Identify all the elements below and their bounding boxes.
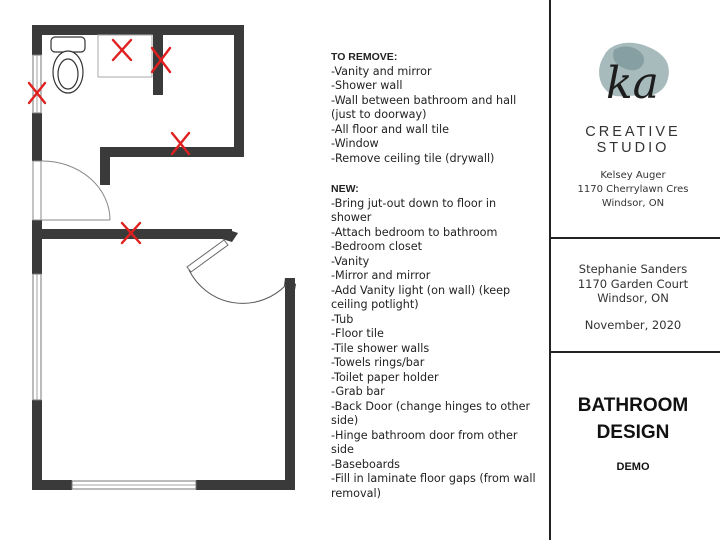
bathroom-door — [32, 160, 111, 221]
new-item: -Attach bedroom to bathroom — [331, 225, 498, 239]
bed-right-wall — [285, 278, 295, 490]
remove-item: -Shower wall — [331, 79, 403, 92]
toilet-tank — [50, 36, 86, 53]
new-item: -Toilet paper holder — [331, 370, 439, 384]
x-mark-window — [27, 81, 47, 105]
walls — [32, 25, 296, 490]
project-date: November, 2020 — [584, 318, 682, 332]
door-panel — [32, 160, 42, 221]
new-item: -Floor tile — [331, 327, 384, 340]
toilet — [50, 36, 86, 94]
remove-item: -Remove ceiling tile (drywall) — [331, 151, 495, 165]
bath-top-wall — [32, 25, 244, 35]
client-address: 1170 Garden Court — [577, 276, 689, 291]
floor-plan — [27, 25, 296, 490]
new-item: -Tub — [331, 312, 354, 326]
client-city: Windsor, ON — [597, 291, 669, 305]
designer-address: 1170 Cherrylawn Cres — [577, 184, 689, 195]
new-item: -Vanity — [331, 254, 370, 268]
brand-logo: ka — [599, 42, 669, 109]
new-item: -Towels rings/bar — [331, 356, 425, 369]
new-item: -Grab bar — [331, 385, 385, 398]
window-lines — [36, 55, 196, 486]
designer-info: Kelsey Auger 1170 Cherrylawn Cres Windso… — [560, 169, 706, 211]
new-item: -Bring jut-out down to floor in shower — [331, 196, 497, 225]
new-item: -Baseboards — [331, 457, 401, 471]
new-item: -Back Door (change hinges to other side) — [331, 399, 531, 428]
bath-left-wall-mid — [32, 113, 42, 161]
bath-right-wall — [234, 25, 244, 157]
demo-label: DEMO — [616, 461, 650, 473]
notes-panel: TO REMOVE: -Vanity and mirror -Shower wa… — [331, 50, 536, 501]
new-item: -Mirror and mirror — [331, 269, 431, 282]
remove-item: -Wall between bathroom and hall (just to… — [331, 93, 517, 122]
remove-item: -All floor and wall tile — [331, 122, 449, 136]
x-mark-shared-wall — [120, 221, 142, 245]
new-item: -Fill in laminate floor gaps (from wall … — [331, 472, 536, 500]
drawing-title: BATHROOM DESIGN — [560, 392, 706, 446]
remove-item: -Vanity and mirror — [331, 64, 432, 78]
client-name: Stephanie Sanders — [578, 262, 688, 276]
divider-line — [549, 351, 720, 353]
designer-city: Windsor, ON — [601, 198, 665, 209]
title-line-2: DESIGN — [596, 422, 670, 443]
bed-right-wall-end — [284, 278, 296, 290]
new-item: -Bedroom closet — [331, 240, 422, 253]
client-info: Stephanie Sanders 1170 Garden Court Wind… — [560, 262, 706, 306]
shared-wall-end — [222, 229, 238, 242]
x-mark-hall-wall — [170, 131, 191, 156]
bed-bottom-wall-right — [196, 480, 295, 490]
bath-left-wall-low — [32, 220, 42, 240]
logo-text: ka — [606, 58, 659, 109]
bed-left-wall-a — [32, 229, 42, 274]
title-block-border — [549, 0, 551, 540]
new-list: -Bring jut-out down to floor in shower -… — [331, 197, 536, 502]
bedroom-door-panel — [186, 239, 229, 273]
x-mark-vanity — [111, 38, 133, 62]
designer-name: Kelsey Auger — [600, 170, 666, 181]
remove-item: -Window — [331, 137, 379, 150]
remove-list: -Vanity and mirror -Shower wall -Wall be… — [331, 65, 536, 167]
new-heading: NEW: — [331, 183, 359, 195]
brand-line-2: STUDIO — [596, 140, 670, 156]
windows — [32, 54, 197, 490]
bath-left-wall-upper — [32, 25, 42, 55]
x-mark-shower-wall — [150, 46, 172, 74]
hall-wall — [100, 147, 110, 185]
new-item: -Hinge bathroom door from other side — [331, 428, 518, 457]
bedroom-door — [186, 239, 287, 304]
title-line-1: BATHROOM — [577, 395, 689, 416]
removal-marks — [27, 38, 191, 245]
bed-bottom-wall-left — [32, 480, 72, 490]
vanity — [97, 34, 153, 78]
divider-line — [549, 237, 720, 239]
new-item: -Tile shower walls — [331, 341, 430, 355]
bed-left-wall-b — [32, 400, 42, 490]
new-item: -Add Vanity light (on wall) (keep ceilin… — [331, 283, 511, 312]
remove-heading: TO REMOVE: — [331, 51, 398, 63]
bath-jut-wall — [109, 147, 244, 157]
brand-name: CREATIVE STUDIO — [560, 124, 706, 156]
brand-line-1: CREATIVE — [585, 124, 681, 140]
